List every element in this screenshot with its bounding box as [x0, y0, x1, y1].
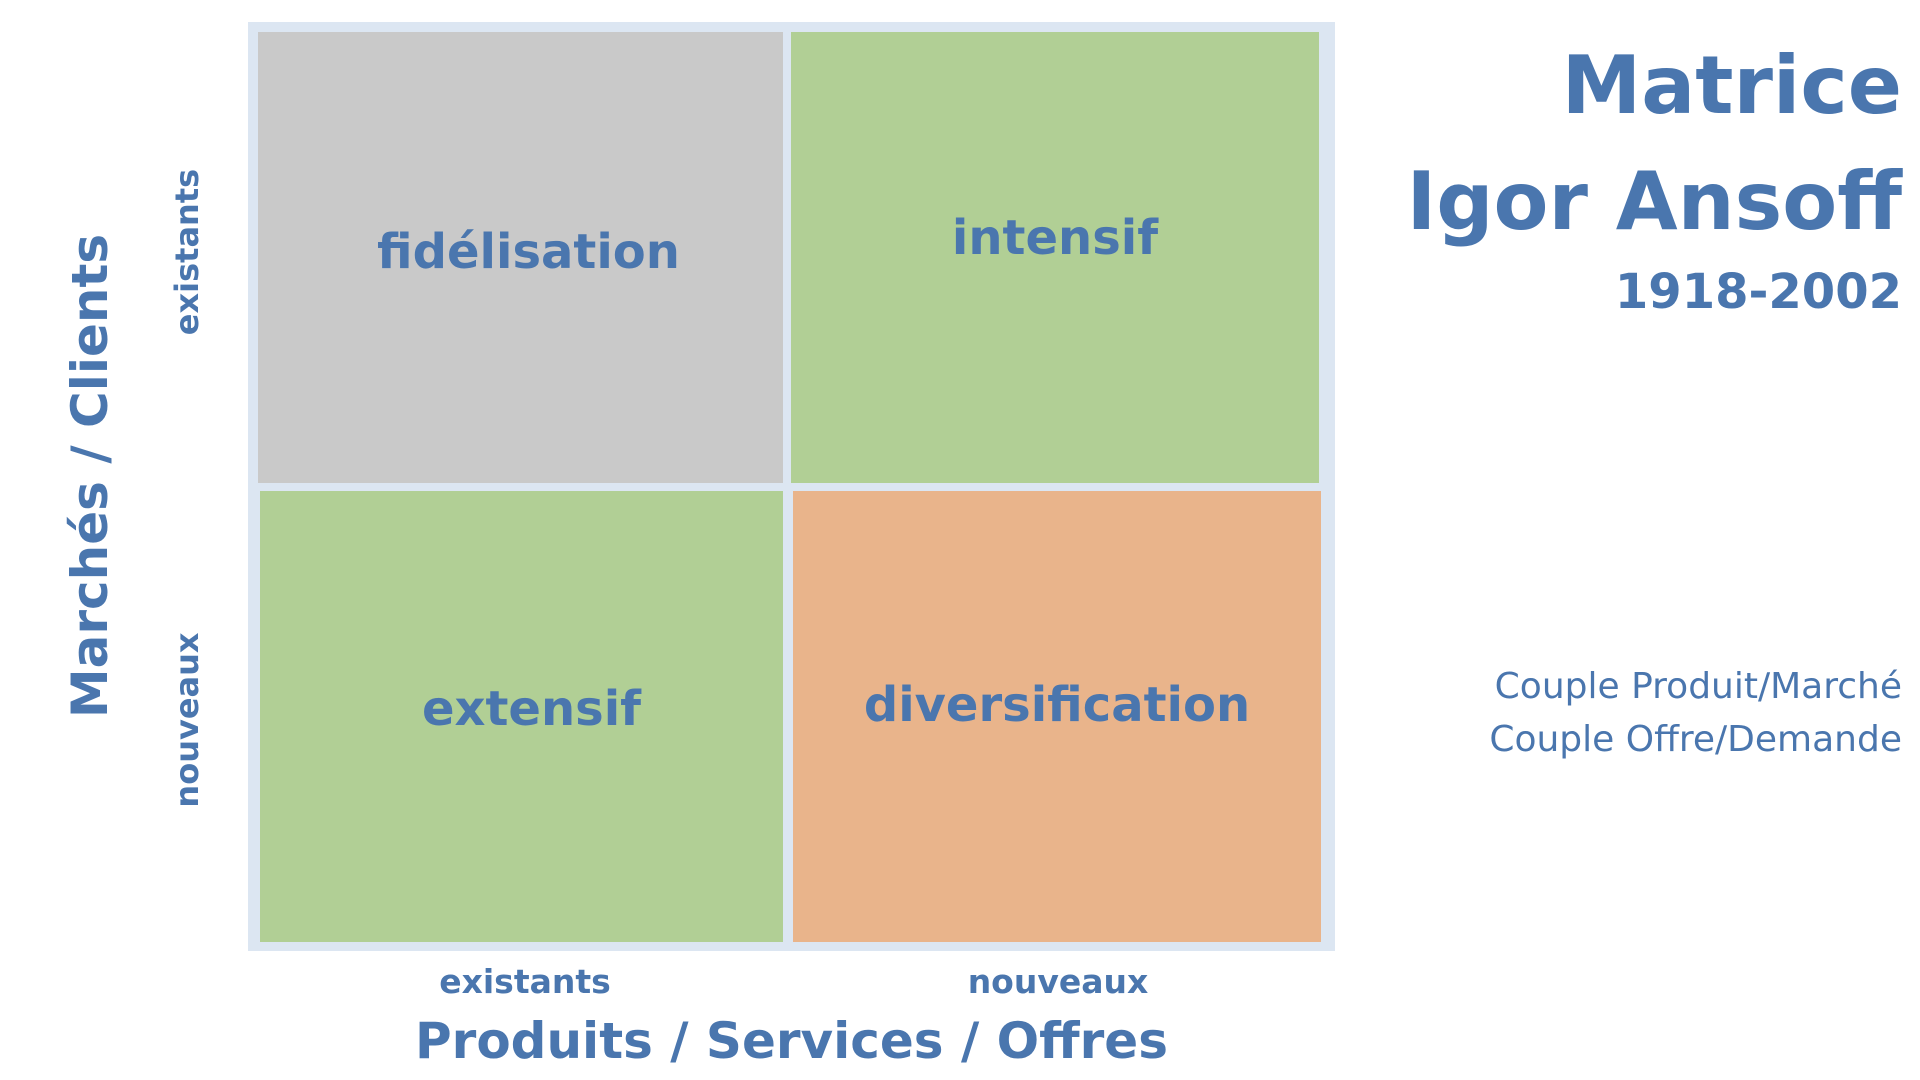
notes: Couple Produit/Marché Couple Offre/Deman…: [1489, 660, 1902, 766]
x-axis-title: Produits / Services / Offres: [415, 1012, 1168, 1070]
x-tick-new: nouveaux: [967, 962, 1149, 1001]
cell-extensif: extensif: [260, 491, 783, 942]
cell-label-diversification: diversification: [863, 676, 1251, 733]
x-tick-existing: existants: [439, 962, 611, 1001]
cell-intensif: intensif: [791, 32, 1319, 483]
title-years: 1918-2002: [1614, 264, 1902, 320]
cell-label-extensif: extensif: [421, 680, 642, 737]
y-tick-new: nouveaux: [168, 632, 206, 808]
cell-diversification: diversification: [793, 491, 1321, 942]
title-block: Matrice Igor Ansoff 1918-2002: [1406, 28, 1902, 324]
matrix-grid: fidélisation intensif extensif diversifi…: [248, 22, 1335, 951]
note-line-1: Couple Produit/Marché: [1494, 666, 1902, 707]
cell-label-intensif: intensif: [951, 209, 1159, 266]
cell-label-fidelisation: fidélisation: [377, 223, 680, 280]
y-tick-existing: existants: [168, 168, 206, 336]
y-axis-title: Marchés / Clients: [61, 233, 119, 719]
title-line-2: Igor Ansoff: [1406, 155, 1902, 248]
title-line-1: Matrice: [1561, 39, 1902, 132]
note-line-2: Couple Offre/Demande: [1489, 719, 1902, 760]
cell-fidelisation: fidélisation: [258, 32, 783, 483]
